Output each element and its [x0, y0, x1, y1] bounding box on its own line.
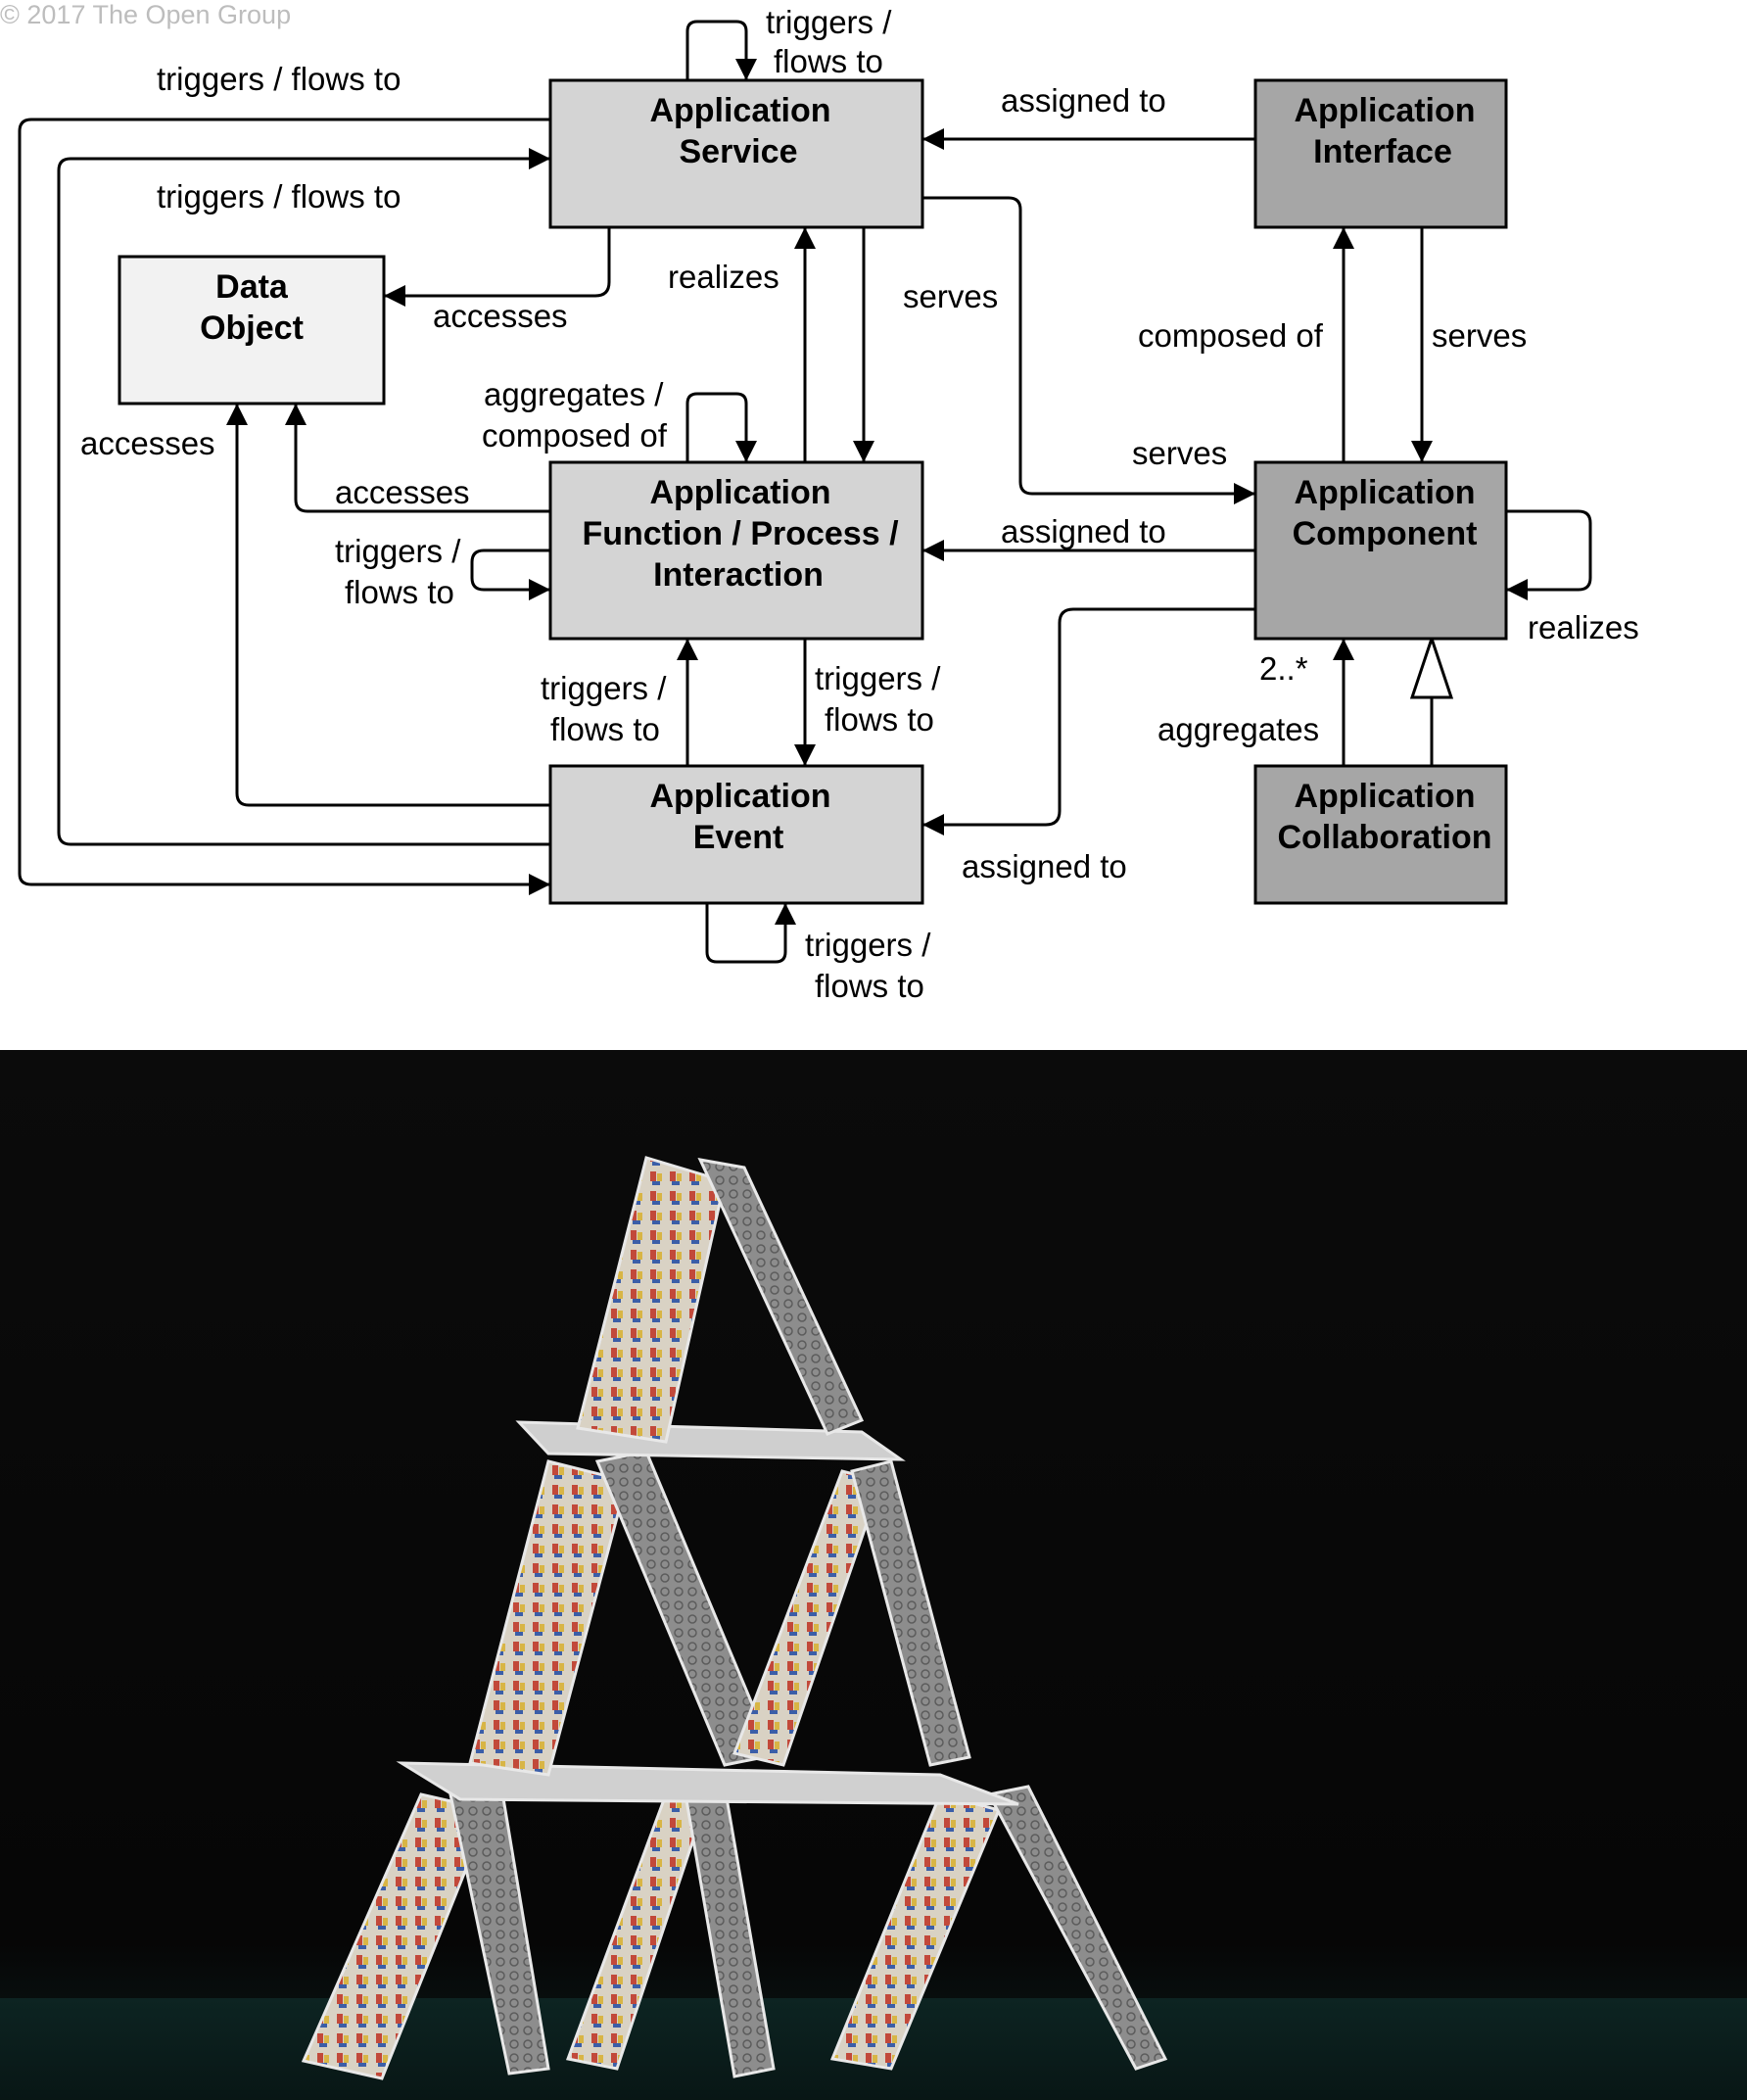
node-application-collaboration: Application Collaboration	[1253, 764, 1508, 905]
archimate-application-layer-diagram: © 2017 The Open Group	[0, 0, 1639, 1004]
relation-label: aggregates	[1157, 711, 1319, 747]
relation-label: flows to	[815, 968, 924, 1004]
relation-label: realizes	[668, 259, 779, 295]
relation-label: flows to	[345, 574, 454, 610]
photo-illustration	[0, 1050, 1747, 2100]
relation-label: accesses	[433, 298, 568, 334]
edge-service-accesses-data	[384, 227, 611, 307]
relation-label: triggers /	[805, 927, 931, 963]
node-label: Application	[649, 92, 830, 129]
relation-label: 2..*	[1259, 650, 1308, 687]
node-data-object: Data Object	[118, 255, 386, 406]
specialization-triangle	[1409, 634, 1454, 699]
node-label: Object	[200, 310, 304, 347]
edge-service-serves-component	[922, 196, 1255, 504]
node-label: Function / Process /	[582, 515, 899, 552]
relation-label: serves	[1432, 317, 1527, 354]
edge-function-aggregates-self	[685, 392, 757, 462]
node-label: Application	[1294, 474, 1475, 511]
diagram-edges	[18, 20, 1592, 964]
relation-label: flows to	[550, 711, 660, 747]
node-label: Application	[1294, 778, 1475, 815]
node-label: Interface	[1313, 133, 1452, 170]
node-label: Data	[215, 268, 289, 306]
relation-label: triggers /	[815, 660, 941, 696]
node-label: Application	[1294, 92, 1475, 129]
relation-label: realizes	[1528, 609, 1639, 645]
relation-label: serves	[1132, 435, 1227, 471]
node-label: Application	[649, 778, 830, 815]
node-application-component: Application Component	[1253, 460, 1508, 641]
copyright-text: © 2017 The Open Group	[0, 0, 291, 29]
house-of-cards-photo	[0, 1050, 1747, 2100]
edge-service-self	[685, 20, 757, 80]
edge-event-accesses-data	[226, 404, 550, 807]
diagram-canvas: © 2017 The Open Group	[0, 0, 1639, 1004]
relation-label: flows to	[825, 701, 934, 738]
relation-label: assigned to	[1001, 82, 1166, 119]
relation-label: assigned to	[1001, 513, 1166, 549]
node-application-service: Application Service	[548, 78, 924, 229]
relation-label: flows to	[774, 43, 883, 79]
edge-event-to-service-inner	[57, 148, 550, 846]
relation-label: accesses	[335, 474, 470, 510]
relation-label: assigned to	[962, 848, 1127, 884]
node-application-event: Application Event	[548, 764, 924, 905]
relation-label: accesses	[80, 425, 215, 461]
edge-component-realizes-self	[1506, 509, 1592, 600]
relation-label: triggers / flows to	[157, 61, 401, 97]
edge-component-assigned-event	[922, 607, 1255, 835]
node-application-function: Application Function / Process / Interac…	[548, 460, 924, 641]
relation-label: composed of	[1138, 317, 1324, 354]
relation-label: triggers /	[766, 4, 892, 40]
node-application-interface: Application Interface	[1253, 78, 1508, 229]
node-label: Interaction	[653, 556, 824, 594]
node-label: Component	[1293, 515, 1478, 552]
relation-label: aggregates /	[484, 376, 664, 412]
edge-function-accesses-data	[285, 404, 550, 513]
edge-event-self-triggers	[705, 903, 796, 964]
relation-label: triggers /	[541, 670, 667, 706]
edge-service-outer-loop	[18, 118, 550, 895]
relation-label: triggers / flows to	[157, 178, 401, 215]
relation-label: triggers /	[335, 533, 461, 569]
relation-label: serves	[903, 278, 998, 314]
relation-label: composed of	[482, 417, 668, 453]
node-label: Event	[693, 819, 784, 856]
edge-function-self-triggers	[470, 549, 550, 600]
house-of-cards	[301, 1156, 1168, 2080]
node-label: Collaboration	[1277, 819, 1491, 856]
node-label: Service	[680, 133, 798, 170]
node-label: Application	[649, 474, 830, 511]
